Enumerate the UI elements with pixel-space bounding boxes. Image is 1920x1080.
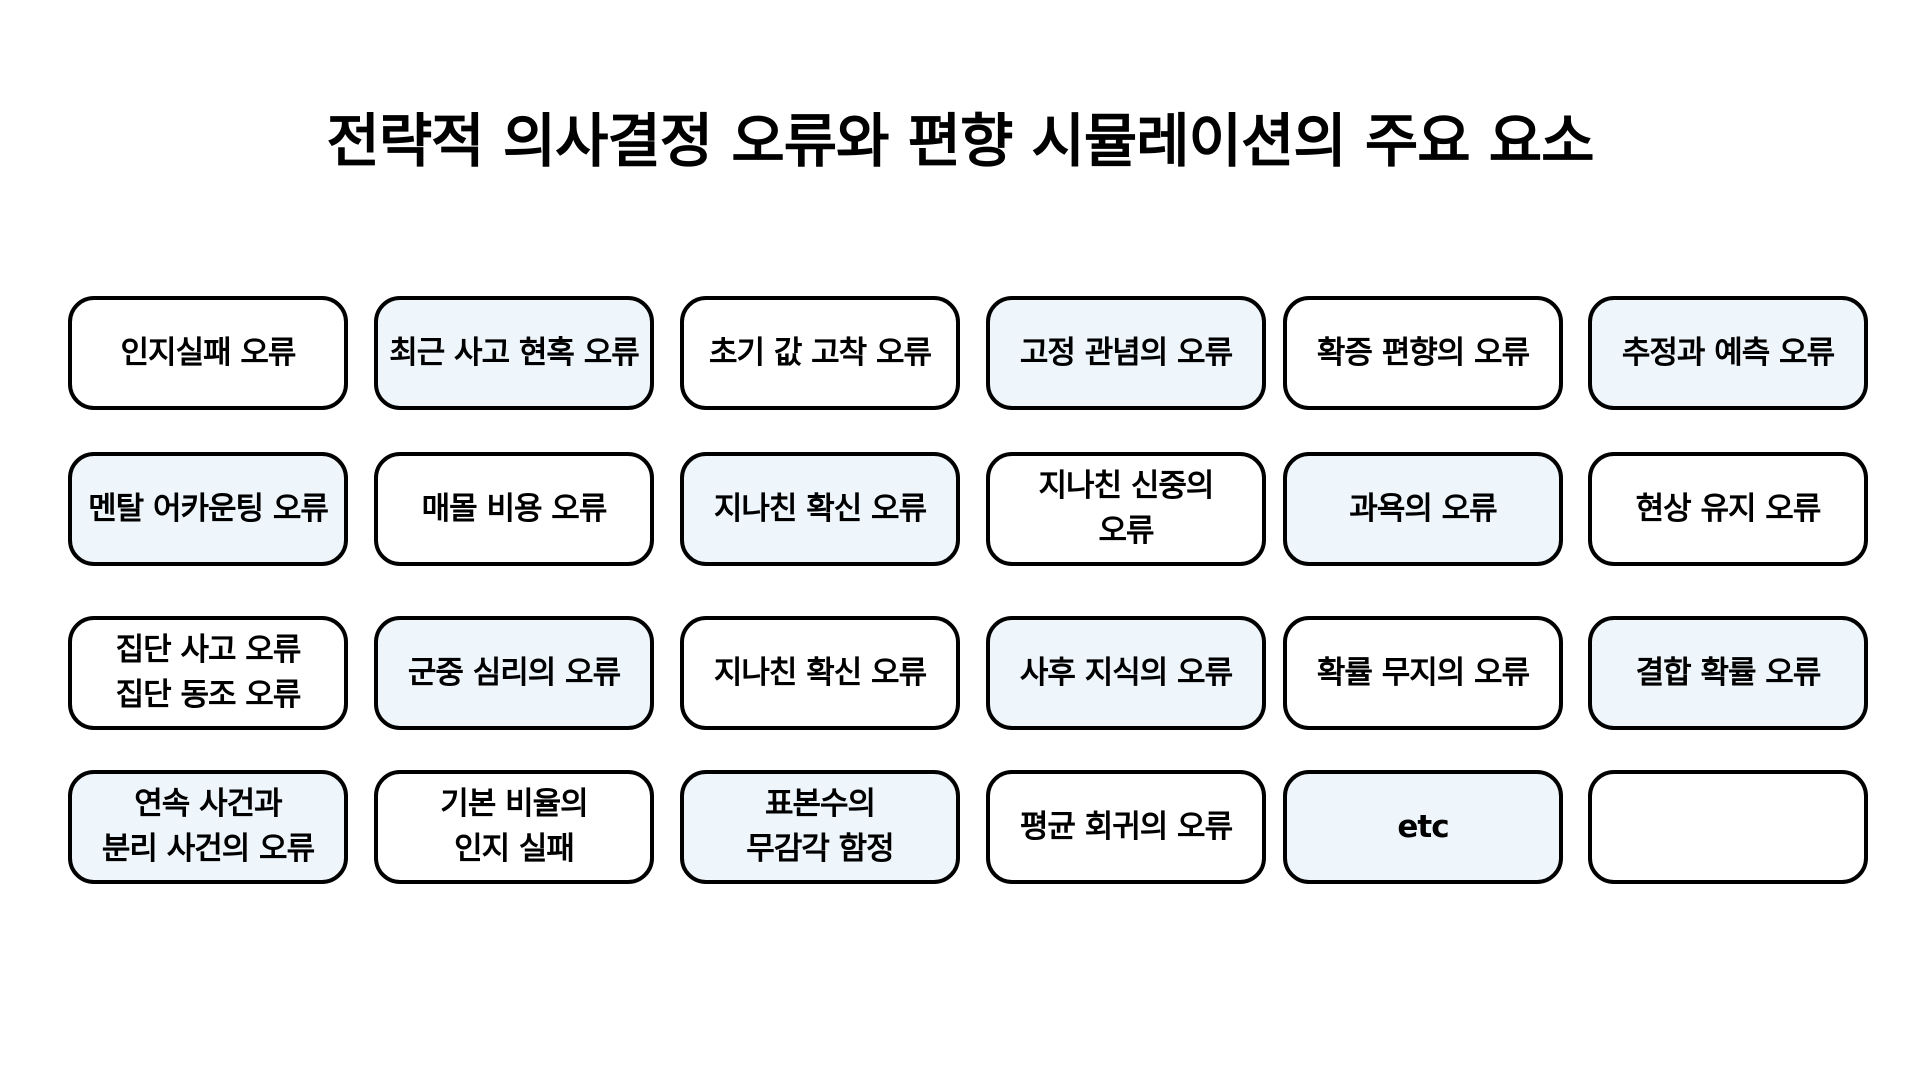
error-box: 지나친 확신 오류 [680, 452, 960, 566]
error-box: 확증 편향의 오류 [1283, 296, 1563, 410]
error-box: 기본 비율의 인지 실패 [374, 770, 654, 884]
error-box: 사후 지식의 오류 [986, 616, 1266, 730]
error-box: 지나친 확신 오류 [680, 616, 960, 730]
error-box: 매몰 비용 오류 [374, 452, 654, 566]
error-box: 추정과 예측 오류 [1588, 296, 1868, 410]
error-box: 최근 사고 현혹 오류 [374, 296, 654, 410]
error-box: 표본수의 무감각 함정 [680, 770, 960, 884]
diagram-title: 전략적 의사결정 오류와 편향 시뮬레이션의 주요 요소 [326, 107, 1594, 175]
error-box: 초기 값 고착 오류 [680, 296, 960, 410]
error-box: 확률 무지의 오류 [1283, 616, 1563, 730]
error-box: 인지실패 오류 [68, 296, 348, 410]
error-box: 지나친 신중의 오류 [986, 452, 1266, 566]
error-box: 고정 관념의 오류 [986, 296, 1266, 410]
error-box: etc [1283, 770, 1563, 884]
empty-box [1588, 770, 1868, 884]
error-box: 군중 심리의 오류 [374, 616, 654, 730]
error-box: 멘탈 어카운팅 오류 [68, 452, 348, 566]
error-box: 결합 확률 오류 [1588, 616, 1868, 730]
error-box: 평균 회귀의 오류 [986, 770, 1266, 884]
error-box: 집단 사고 오류 집단 동조 오류 [68, 616, 348, 730]
error-box: 현상 유지 오류 [1588, 452, 1868, 566]
error-box: 과욕의 오류 [1283, 452, 1563, 566]
error-box: 연속 사건과 분리 사건의 오류 [68, 770, 348, 884]
